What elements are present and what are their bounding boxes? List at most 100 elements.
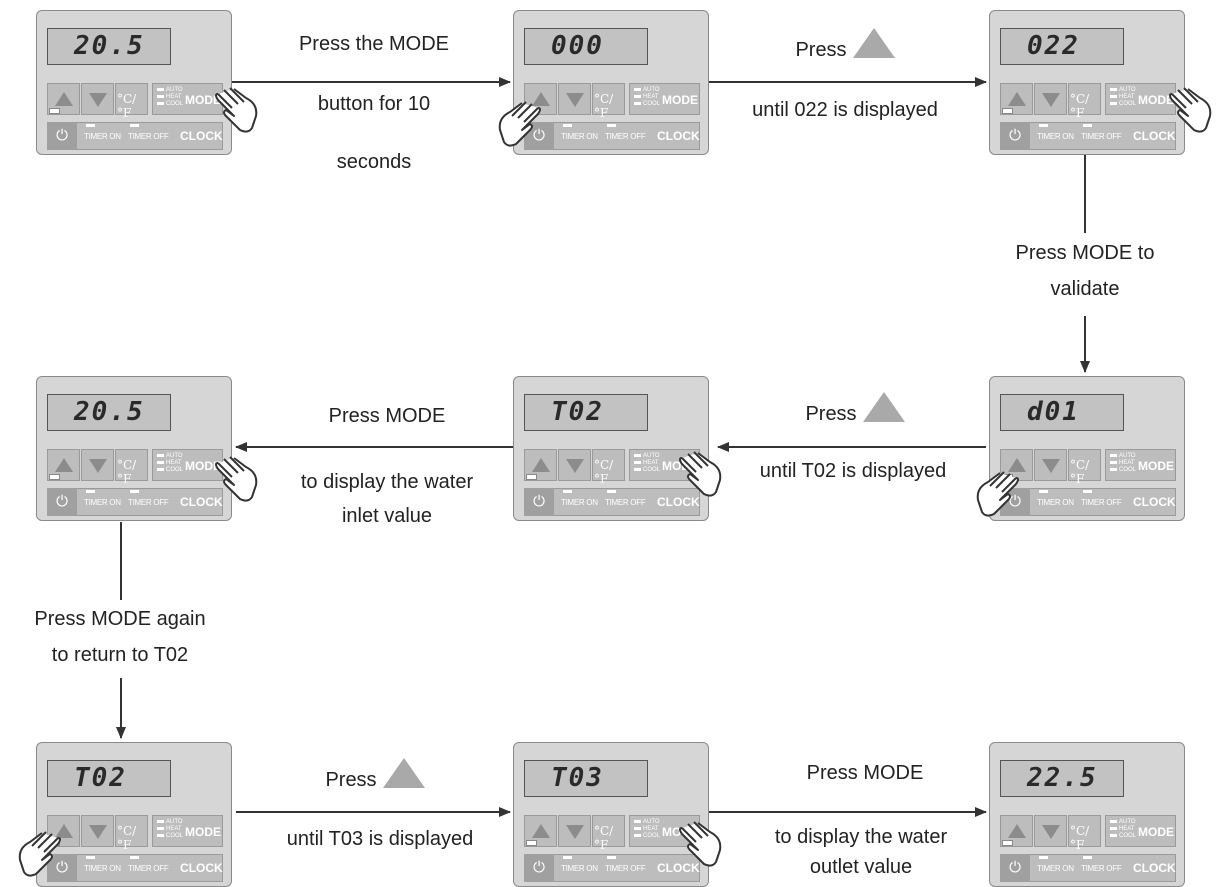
timer-off-button[interactable]: TIMER OFF <box>128 124 169 141</box>
power-button[interactable]: ⏻ <box>1000 108 1030 150</box>
power-led <box>49 108 60 114</box>
step8-line1: Press MODE <box>806 762 924 784</box>
power-icon: ⏻ <box>533 859 545 876</box>
unit-button[interactable]: °C/°F <box>592 815 625 852</box>
power-led <box>49 474 60 480</box>
unit-button[interactable]: °C/°F <box>592 83 625 120</box>
down-button[interactable] <box>81 83 114 115</box>
clock-button[interactable]: CLOCK <box>1133 129 1176 143</box>
down-button[interactable] <box>1034 83 1067 115</box>
power-led <box>526 474 537 480</box>
timer-on-button[interactable]: TIMER ON <box>561 490 598 507</box>
power-button[interactable]: ⏻ <box>47 474 77 516</box>
clock-button[interactable]: CLOCK <box>180 495 223 509</box>
unit-button[interactable]: °C/°F <box>115 83 148 120</box>
unit-button[interactable]: °C/°F <box>1068 83 1101 120</box>
up-button[interactable] <box>1000 83 1033 115</box>
unit-label: °C/°F <box>1070 824 1090 852</box>
bottom-bar: ⏻ TIMER ON TIMER OFF CLOCK <box>524 108 700 150</box>
down-arrow-icon <box>1042 459 1060 473</box>
power-icon: ⏻ <box>1009 493 1021 510</box>
timer-off-button[interactable]: TIMER OFF <box>605 856 646 873</box>
unit-button[interactable]: °C/°F <box>115 449 148 486</box>
timer-off-button[interactable]: TIMER OFF <box>605 124 646 141</box>
timer-on-button[interactable]: TIMER ON <box>1037 124 1074 141</box>
clock-button[interactable]: CLOCK <box>180 861 223 875</box>
lcd-display: T03 <box>524 760 648 797</box>
up-button[interactable] <box>47 83 80 115</box>
bottom-bar: ⏻ TIMER ON TIMER OFF CLOCK <box>1000 108 1176 150</box>
pointing-hand-icon <box>1169 87 1212 133</box>
clock-button[interactable]: CLOCK <box>1133 861 1176 875</box>
step2-line2: until 022 is displayed <box>752 99 938 121</box>
unit-label: °C/°F <box>1070 92 1090 120</box>
step3-line2: validate <box>1050 278 1120 300</box>
unit-button[interactable]: °C/°F <box>1068 815 1101 852</box>
unit-button[interactable]: °C/°F <box>1068 449 1101 486</box>
step7-press: Press <box>325 769 377 791</box>
pointing-hand-icon <box>679 451 722 497</box>
timer-on-button[interactable]: TIMER ON <box>561 856 598 873</box>
down-button[interactable] <box>558 449 591 481</box>
timer-off-button[interactable]: TIMER OFF <box>128 856 169 873</box>
bottom-bar: ⏻ TIMER ON TIMER OFF CLOCK <box>1000 840 1176 882</box>
clock-button[interactable]: CLOCK <box>657 861 700 875</box>
up-triangle-icon <box>382 758 425 788</box>
timer-off-button[interactable]: TIMER OFF <box>1081 856 1122 873</box>
timer-on-button[interactable]: TIMER ON <box>561 124 598 141</box>
step8-line3: outlet value <box>809 856 913 878</box>
power-led <box>1002 108 1013 114</box>
power-button[interactable]: ⏻ <box>47 108 77 150</box>
bottom-bar: ⏻ TIMER ON TIMER OFF CLOCK <box>47 474 223 516</box>
down-button[interactable] <box>81 449 114 481</box>
timer-off-button[interactable]: TIMER OFF <box>1081 490 1122 507</box>
power-button[interactable]: ⏻ <box>524 474 554 516</box>
timer-off-button[interactable]: TIMER OFF <box>128 490 169 507</box>
unit-button[interactable]: °C/°F <box>115 815 148 852</box>
power-icon: ⏻ <box>533 493 545 510</box>
down-button[interactable] <box>558 815 591 847</box>
power-button[interactable]: ⏻ <box>524 840 554 882</box>
lcd-display: T02 <box>47 760 171 797</box>
timer-off-button[interactable]: TIMER OFF <box>605 490 646 507</box>
lcd-display: 20.5 <box>47 28 171 65</box>
unit-button[interactable]: °C/°F <box>592 449 625 486</box>
down-button[interactable] <box>1034 449 1067 481</box>
down-button[interactable] <box>558 83 591 115</box>
down-arrow-icon <box>1042 825 1060 839</box>
clock-button[interactable]: CLOCK <box>657 495 700 509</box>
clock-button[interactable]: CLOCK <box>657 129 700 143</box>
timer-on-button[interactable]: TIMER ON <box>1037 856 1074 873</box>
step7-line1: Press <box>290 758 460 792</box>
power-button[interactable]: ⏻ <box>1000 840 1030 882</box>
timer-on-button[interactable]: TIMER ON <box>84 124 121 141</box>
clock-button[interactable]: CLOCK <box>1133 495 1176 509</box>
bottom-bar: ⏻ TIMER ON TIMER OFF CLOCK <box>524 474 700 516</box>
down-button[interactable] <box>1034 815 1067 847</box>
timer-on-button[interactable]: TIMER ON <box>1037 490 1074 507</box>
step4-press: Press <box>805 403 857 425</box>
power-button[interactable]: ⏻ <box>524 108 554 150</box>
lcd-display: 22.5 <box>1000 760 1124 797</box>
timer-off-button[interactable]: TIMER OFF <box>1081 124 1122 141</box>
clock-button[interactable]: CLOCK <box>180 129 223 143</box>
power-icon: ⏻ <box>1009 859 1021 876</box>
lcd-display: T02 <box>524 394 648 431</box>
timer-on-button[interactable]: TIMER ON <box>84 856 121 873</box>
timer-on-button[interactable]: TIMER ON <box>84 490 121 507</box>
down-button[interactable] <box>81 815 114 847</box>
